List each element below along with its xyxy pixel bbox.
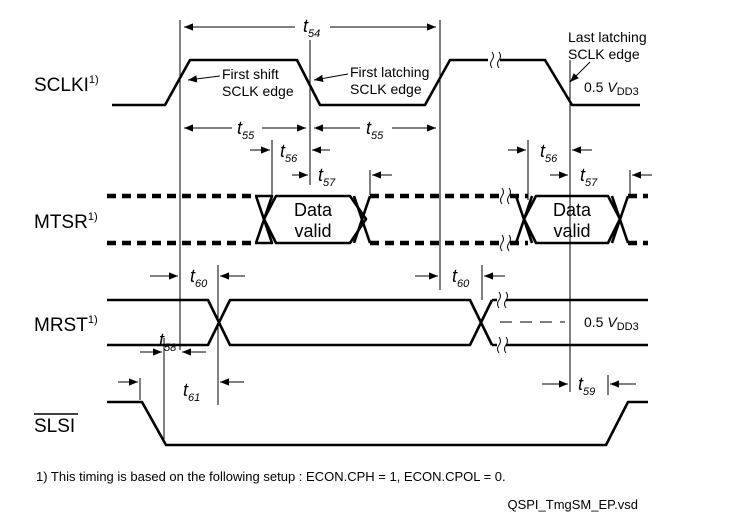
timing-label-t57-first: t57 (318, 165, 336, 189)
first-shift-pointer (187, 75, 221, 83)
data-valid-1-line1: Data (294, 200, 333, 220)
sclki-waveform (112, 51, 640, 107)
vref-sclk-label: 0.5 VDD3 (584, 79, 639, 98)
timing-label-t57-second: t57 (580, 165, 598, 189)
footnote: 1) This timing is based on the following… (36, 469, 506, 484)
signal-label-mtsr: MTSR1) (34, 211, 98, 233)
first-shift-label-line2: SCLK edge (222, 83, 294, 99)
signal-label-slsi: SLSI (34, 413, 78, 437)
timing-label-t59: t59 (578, 374, 595, 398)
data-valid-1-line2: valid (294, 221, 331, 241)
timing-arrows (118, 23, 652, 388)
timing-label-t54: t54 (303, 16, 320, 40)
slsi-waveform (107, 400, 648, 447)
data-valid-2-line2: valid (553, 221, 590, 241)
mrst-waveform (107, 291, 648, 354)
timing-label-t60-first: t60 (190, 266, 208, 290)
first-latch-pointer (313, 73, 349, 82)
last-latch-pointer (569, 61, 591, 83)
signal-label-mrst: MRST1) (34, 314, 98, 336)
first-latch-label-line1: First latching (350, 64, 429, 80)
timing-label-t55-first: t55 (237, 118, 255, 142)
timing-label-t60-second: t60 (452, 266, 470, 290)
timing-label-t61: t61 (183, 380, 200, 404)
first-latch-label-line2: SCLK edge (350, 81, 422, 97)
last-latch-label-line2: SCLK edge (568, 46, 640, 62)
timing-label-t56-first: t56 (280, 141, 298, 165)
last-latch-label-line1: Last latching (568, 29, 647, 45)
data-valid-2-line1: Data (553, 200, 592, 220)
signal-label-sclki: SCLKI1) (34, 74, 99, 96)
timing-label-t56-second: t56 (540, 141, 558, 165)
mtsr-waveform (107, 187, 648, 252)
file-label: QSPI_TmgSM_EP.vsd (507, 497, 638, 512)
timing-label-t58: t58 (159, 330, 177, 354)
reference-lines (139, 20, 631, 440)
vref-mrst-label: 0.5 VDD3 (584, 314, 639, 333)
signal-label-slsi-text: SLSI (34, 416, 75, 437)
first-shift-label-line1: First shift (222, 66, 279, 82)
timing-label-t55-second: t55 (366, 118, 384, 142)
